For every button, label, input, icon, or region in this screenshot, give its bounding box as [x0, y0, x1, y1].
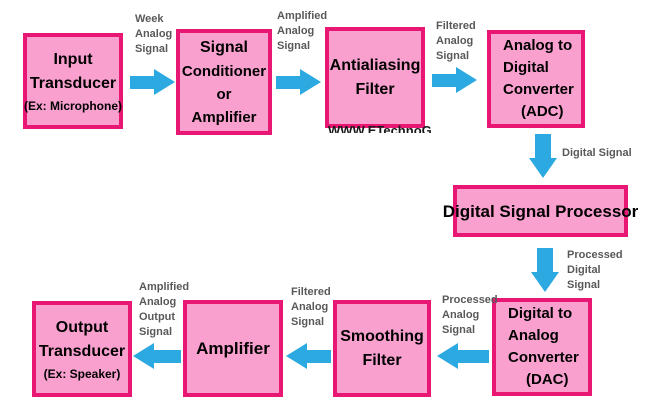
arrow-down-icon	[529, 134, 557, 178]
box-adc: Analog to Digital Converter (ADC)	[487, 30, 585, 128]
arrow-right-icon	[130, 69, 175, 95]
label-line: Amplified	[277, 10, 328, 22]
arrow-shaft	[130, 75, 154, 89]
label-line: Filtered	[291, 286, 331, 298]
box-text: Amplifier	[196, 339, 270, 358]
box-text: Input	[53, 50, 93, 68]
label-line: Digital	[567, 264, 601, 276]
box-text: Output	[55, 318, 109, 336]
arrow-shaft	[307, 349, 331, 363]
box-digital-signal-processor: Digital Signal Processor	[443, 185, 638, 237]
arrow-shaft	[537, 248, 553, 272]
label-line: Analog	[291, 301, 329, 313]
box-text: Amplifier	[191, 108, 257, 126]
box-text: or	[216, 85, 232, 103]
label-line: Analog	[442, 309, 480, 321]
label-processed-analog-signal: Processed Analog Signal	[442, 293, 498, 338]
label-line: Week	[135, 13, 164, 25]
label-line: Analog	[277, 25, 315, 37]
arrow-shaft	[535, 134, 551, 158]
box-text: Smoothing	[340, 327, 424, 345]
arrow-shaft	[458, 349, 489, 363]
box-text: Conditioner	[181, 62, 267, 80]
box-text: Transducer	[38, 342, 126, 360]
label-line: Output	[139, 311, 176, 323]
box-antialiasing-filter: Antialiasing Filter	[325, 27, 425, 128]
label-line: Signal	[277, 40, 311, 52]
label-line: Signal	[135, 43, 169, 55]
box-text: Antialiasing	[329, 56, 421, 74]
arrow-head	[300, 69, 321, 95]
label-week-analog-signal: Week Analog Signal	[135, 12, 172, 57]
arrow-left-icon	[286, 343, 331, 369]
box-signal-conditioner: Signal Conditioner or Amplifier	[176, 29, 272, 135]
box-text: (DAC)	[526, 371, 569, 388]
label-line: Signal	[139, 326, 173, 338]
label-line: Digital Signal	[562, 147, 632, 159]
arrow-head	[456, 67, 477, 93]
box-text: Digital	[503, 59, 549, 76]
label-amplified-analog-output-signal: Amplified Analog Output Signal	[139, 280, 189, 340]
label-filtered-analog-signal-top: Filtered Analog Signal	[436, 19, 476, 64]
arrow-right-icon	[432, 67, 477, 93]
arrow-head	[531, 272, 559, 292]
box-text: Digital to	[508, 305, 573, 322]
label-line: Analog	[139, 296, 177, 308]
arrow-shaft	[154, 349, 181, 363]
label-line: Analog	[135, 28, 173, 40]
arrow-head	[154, 69, 175, 95]
box-text: Transducer	[29, 74, 117, 92]
box-caption: (Ex: Microphone)	[24, 98, 122, 113]
label-line: Processed	[442, 294, 498, 306]
box-output-transducer: Output Transducer (Ex: Speaker)	[32, 301, 132, 397]
box-caption: (Ex: Speaker)	[43, 366, 121, 381]
label-digital-signal: Digital Signal	[562, 146, 632, 161]
arrow-head	[133, 343, 154, 369]
label-amplified-analog-signal: Amplified Analog Signal	[277, 9, 327, 54]
arrow-shaft	[276, 75, 300, 89]
box-text: Converter	[508, 349, 579, 366]
box-smoothing-filter: Smoothing Filter	[333, 300, 431, 397]
arrow-down-icon	[531, 248, 559, 292]
label-line: Signal	[567, 279, 601, 291]
box-input-transducer: Input Transducer (Ex: Microphone)	[23, 33, 123, 129]
label-line: Filtered	[436, 20, 476, 32]
label-line: Signal	[436, 50, 470, 62]
box-dac: Digital to Analog Converter (DAC)	[492, 298, 592, 396]
box-amplifier: Amplifier	[183, 300, 283, 397]
box-text: Converter	[503, 81, 574, 98]
box-text: Analog to	[503, 37, 573, 54]
arrow-head	[286, 343, 307, 369]
arrow-shaft	[432, 73, 456, 87]
arrow-head	[437, 343, 458, 369]
arrow-left-icon	[437, 343, 489, 369]
arrow-right-icon	[276, 69, 321, 95]
box-text: Digital Signal Processor	[442, 201, 639, 221]
label-processed-digital-signal: Processed Digital Signal	[567, 248, 623, 293]
label-line: Signal	[442, 324, 476, 336]
box-text: (ADC)	[521, 103, 564, 120]
label-line: Processed	[567, 249, 623, 261]
box-text: Signal	[199, 38, 248, 56]
box-text: Filter	[355, 80, 395, 98]
label-filtered-analog-signal-bottom: Filtered Analog Signal	[291, 285, 331, 330]
watermark-text: WWW.ETechnoG	[328, 124, 432, 133]
label-line: Signal	[291, 316, 325, 328]
arrow-left-icon	[133, 343, 181, 369]
box-text: Analog	[508, 327, 559, 344]
label-line: Amplified	[139, 281, 190, 293]
box-text: Filter	[362, 351, 402, 369]
label-line: Analog	[436, 35, 474, 47]
arrow-head	[529, 158, 557, 178]
